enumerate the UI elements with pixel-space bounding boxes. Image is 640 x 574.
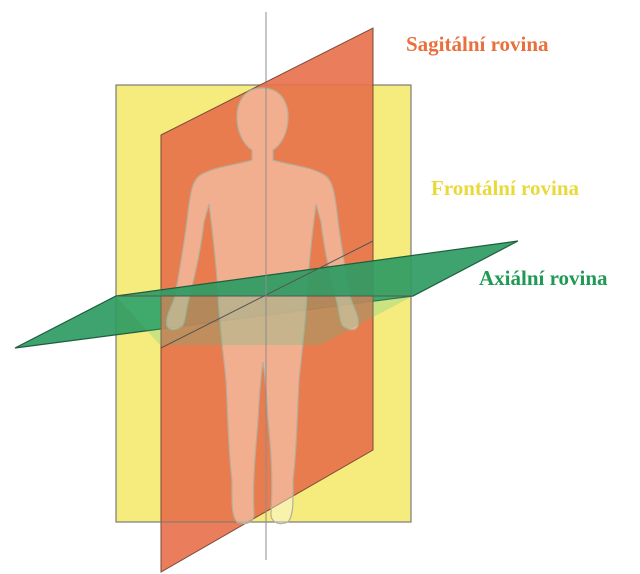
sagittal-plane-label: Sagitální rovina <box>406 34 549 55</box>
axial-plane-label: Axiální rovina <box>479 268 608 289</box>
frontal-plane-label: Frontální rovina <box>431 178 579 199</box>
